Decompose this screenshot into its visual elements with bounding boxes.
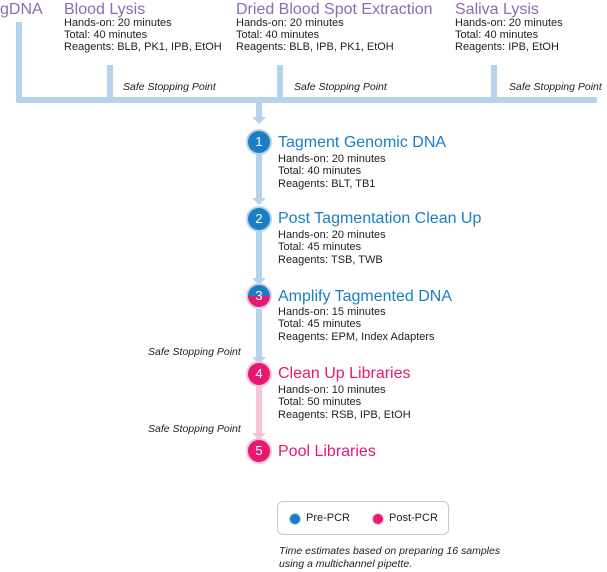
step-1-title: Tagment Genomic DNA — [278, 134, 447, 151]
step-1-circle — [246, 129, 272, 155]
step-5-circle — [246, 438, 272, 464]
source-details-dried-blood-spot: Hands-on: 20 minutes Total: 40 minutes R… — [236, 17, 394, 53]
safe-stop-after-step-4: Safe Stopping Point — [148, 423, 241, 435]
detail-total: Total: 45 minutes — [278, 241, 362, 254]
detail-total: Total: 40 minutes — [278, 165, 362, 178]
source-drop-saliva — [491, 65, 497, 103]
detail-reagents: Reagents: IPB, EtOH — [455, 41, 559, 53]
footnote-line-1: Time estimates based on preparing 16 sam… — [279, 545, 501, 557]
detail-total: Total: 40 minutes — [64, 29, 148, 41]
detail-hands-on: Hands-on: 20 minutes — [64, 17, 172, 29]
connector-2-3 — [256, 231, 262, 279]
footnote-line-2: using a multichannel pipette. — [279, 557, 413, 570]
step-4-circle — [246, 361, 272, 387]
step-3-number: 3 — [255, 288, 263, 303]
step-2-number: 2 — [255, 211, 263, 226]
arrow-to-step-5 — [252, 433, 266, 440]
post-pcr-dot-icon — [372, 513, 384, 525]
detail-reagents: Reagents: TSB, TWB — [278, 253, 383, 266]
source-drop-dbs — [277, 65, 283, 103]
safe-stop-after-step-3: Safe Stopping Point — [148, 346, 241, 358]
legend-post-pcr-label: Post-PCR — [389, 512, 438, 524]
legend-pre-pcr-label: Pre-PCR — [306, 512, 351, 524]
step-3-title: Amplify Tagmented DNA — [278, 288, 452, 305]
source-details-saliva-lysis: Hands-on: 20 minutes Total: 40 minutes R… — [455, 17, 563, 53]
detail-reagents: Reagents: RSB, IPB, EtOH — [278, 408, 411, 421]
detail-hands-on: Hands-on: 20 minutes — [278, 153, 386, 165]
safe-stop-dried-blood-spot: Safe Stopping Point — [294, 81, 387, 93]
source-title-blood-lysis: Blood Lysis — [64, 1, 146, 18]
step-2-title: Post Tagmentation Clean Up — [278, 210, 482, 227]
source-title-dried-blood-spot: Dried Blood Spot Extraction — [236, 1, 433, 18]
detail-hands-on: Hands-on: 20 minutes — [455, 17, 563, 29]
detail-hands-on: Hands-on: 20 minutes — [236, 17, 344, 29]
source-drop-blood-lysis — [107, 65, 113, 103]
step-3-circle — [246, 283, 272, 309]
connector-4-5 — [256, 387, 262, 434]
source-title-gdna: gDNA — [0, 1, 43, 18]
step-4-number: 4 — [255, 366, 263, 381]
arrow-to-step-3 — [252, 278, 266, 285]
detail-total: Total: 50 minutes — [278, 396, 362, 409]
source-title-saliva-lysis: Saliva Lysis — [455, 1, 539, 18]
step-2-details: Hands-on: 20 minutes Total: 45 minutes R… — [278, 229, 386, 266]
detail-hands-on: Hands-on: 20 minutes — [278, 229, 386, 241]
safe-stop-saliva-lysis: Safe Stopping Point — [509, 81, 602, 93]
detail-reagents: Reagents: BLT, TB1 — [278, 177, 376, 190]
step-5-number: 5 — [255, 443, 263, 458]
arrow-to-step-2 — [252, 198, 266, 205]
detail-reagents: Reagents: BLB, IPB, PK1, EtOH — [236, 41, 394, 53]
detail-reagents: Reagents: BLB, PK1, IPB, EtOH — [64, 41, 222, 53]
arrow-to-step-1 — [252, 117, 266, 124]
source-drop-gdna — [16, 22, 22, 103]
step-5-title: Pool Libraries — [278, 443, 376, 460]
step-2-circle — [246, 206, 272, 232]
connector-1-2 — [256, 154, 262, 199]
detail-reagents: Reagents: EPM, Index Adapters — [278, 330, 435, 343]
connector-3-4 — [256, 309, 262, 358]
detail-total: Total: 40 minutes — [236, 29, 320, 41]
detail-hands-on: Hands-on: 10 minutes — [278, 384, 386, 396]
step-3-details: Hands-on: 15 minutes Total: 45 minutes R… — [278, 306, 435, 343]
detail-total: Total: 45 minutes — [278, 318, 362, 331]
pre-pcr-dot-icon — [289, 513, 301, 525]
source-details-blood-lysis: Hands-on: 20 minutes Total: 40 minutes R… — [64, 17, 222, 53]
detail-total: Total: 40 minutes — [455, 29, 539, 41]
collector-bar — [16, 97, 597, 103]
legend: Pre-PCR Post-PCR — [277, 501, 449, 535]
detail-hands-on: Hands-on: 15 minutes — [278, 306, 386, 318]
arrow-to-step-4 — [252, 357, 266, 364]
step-1-details: Hands-on: 20 minutes Total: 40 minutes R… — [278, 153, 386, 190]
step-1-number: 1 — [255, 134, 263, 149]
safe-stop-blood-lysis: Safe Stopping Point — [123, 81, 216, 93]
step-4-title: Clean Up Libraries — [278, 365, 411, 382]
step-4-details: Hands-on: 10 minutes Total: 50 minutes R… — [278, 384, 411, 421]
footnote: Time estimates based on preparing 16 sam… — [279, 545, 500, 570]
collector-stem — [256, 103, 262, 117]
